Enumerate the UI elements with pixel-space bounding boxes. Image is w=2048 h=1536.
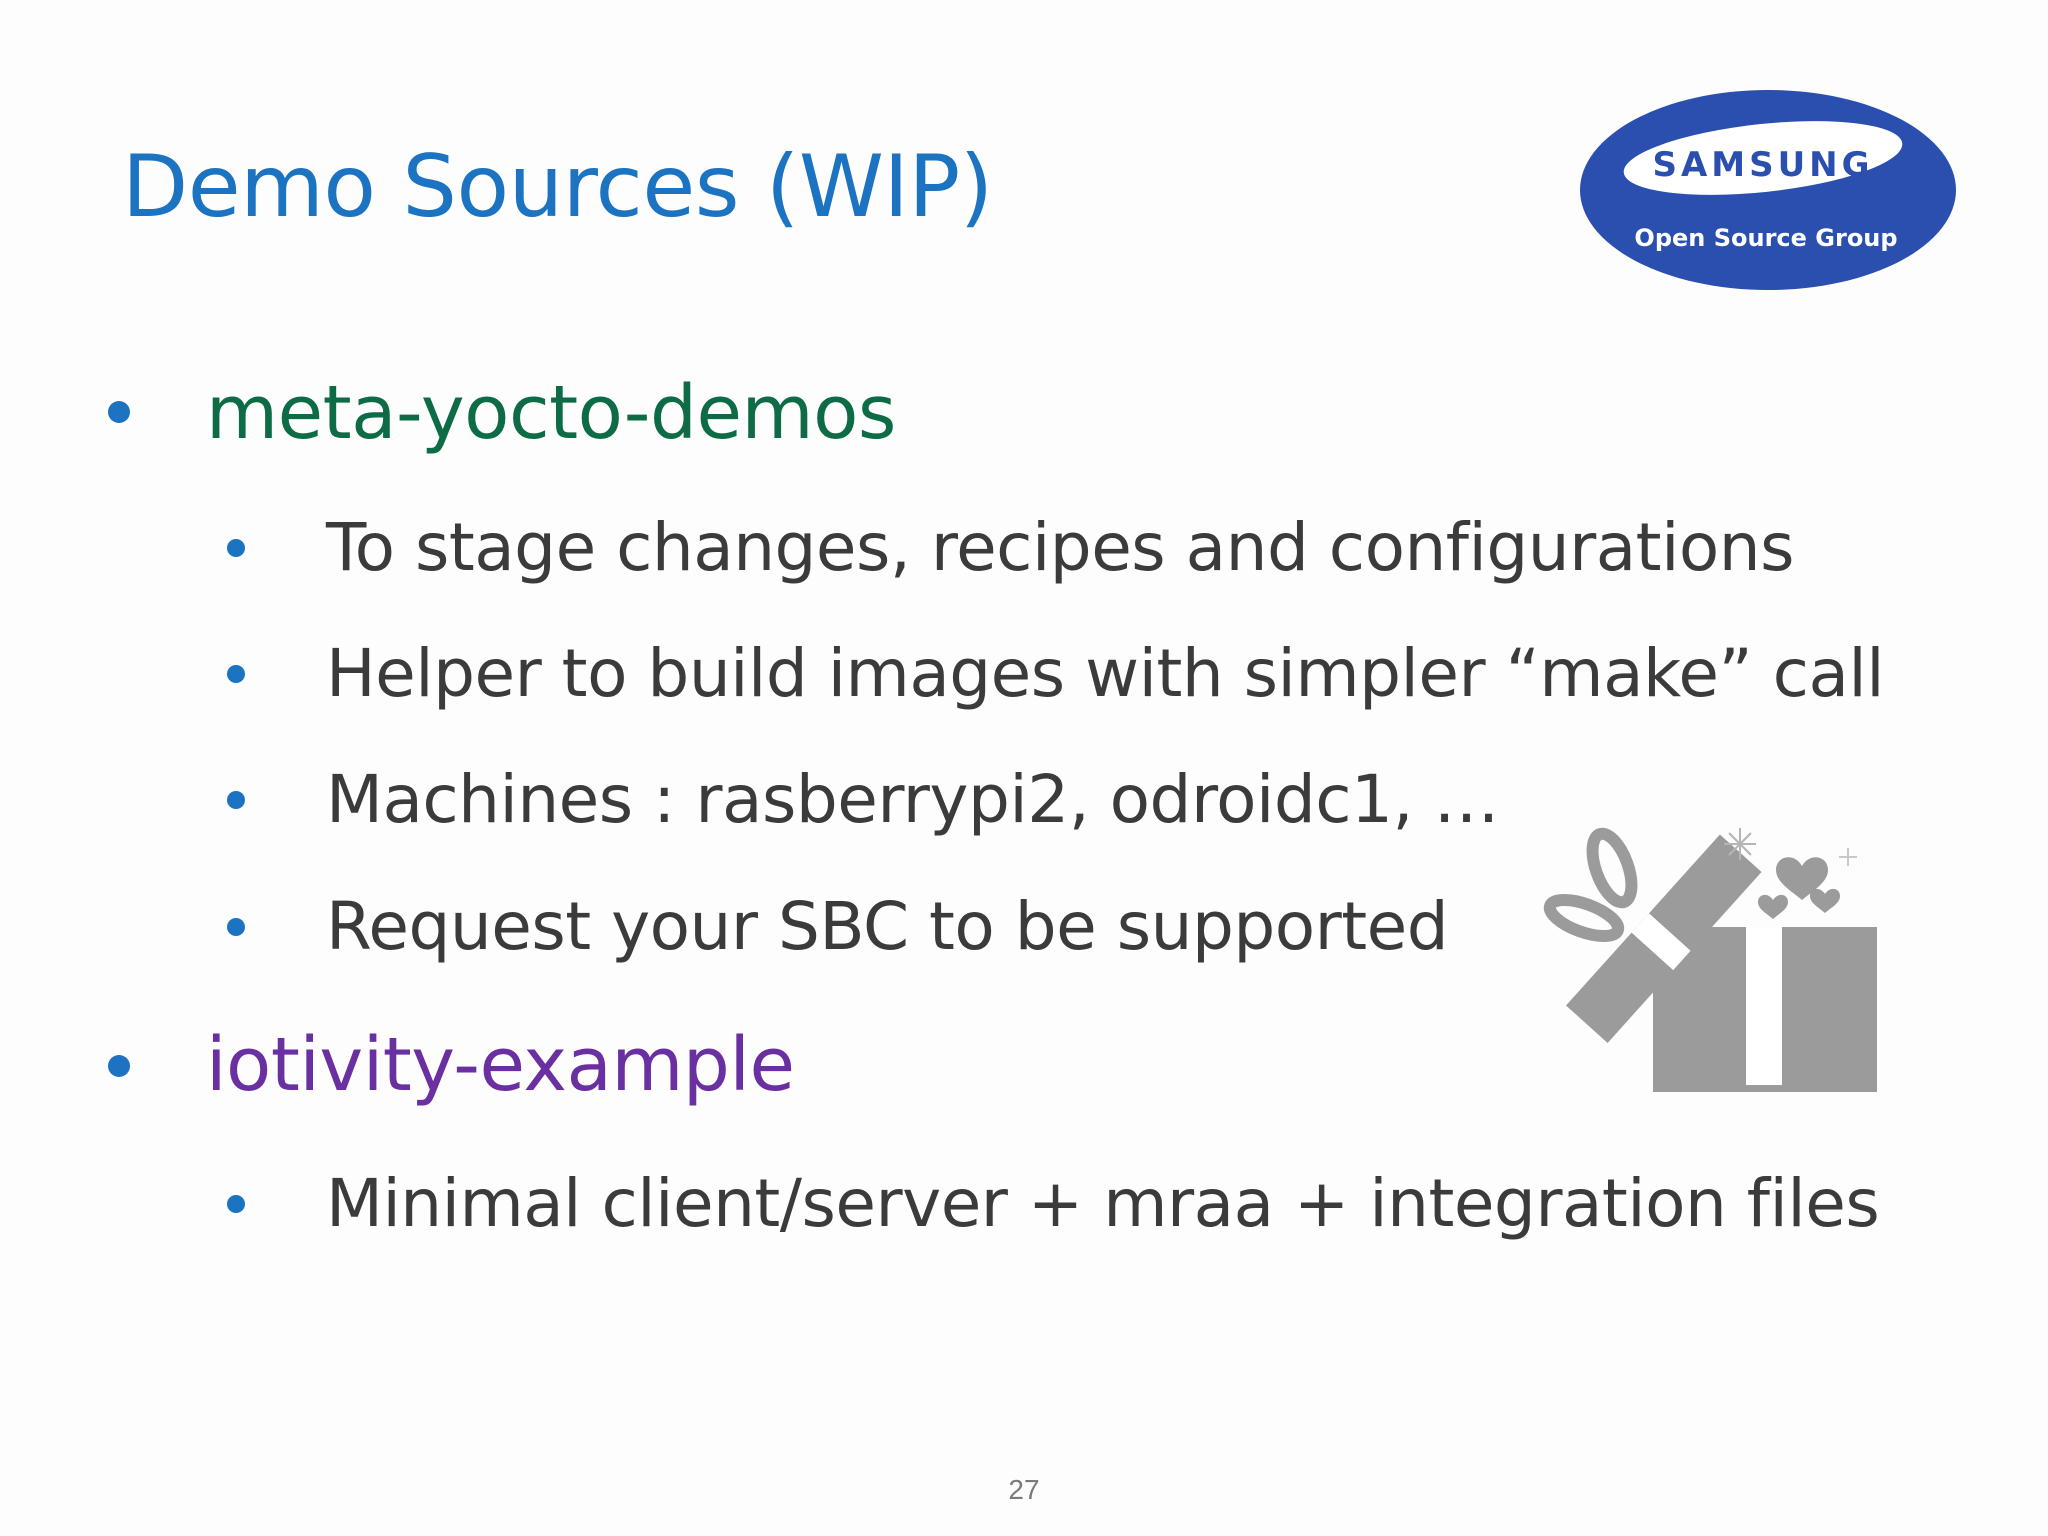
- list-item: To stage changes, recipes and configurat…: [326, 509, 1795, 586]
- bullet-dot: [227, 665, 245, 683]
- list-item: Helper to build images with simpler “mak…: [326, 635, 1885, 712]
- page-number: 27: [1008, 1474, 1040, 1505]
- bullet-dot: [227, 791, 245, 809]
- section-heading-iotivity-example: iotivity-example: [206, 1022, 795, 1108]
- section-heading-meta-yocto-demos: meta-yocto-demos: [206, 370, 896, 456]
- bullet-dot: [227, 1195, 245, 1213]
- bullet-dot: [108, 1055, 130, 1077]
- list-item: Machines : rasberrypi2, odroidc1, …: [326, 761, 1499, 838]
- slide-title: Demo Sources (WIP): [122, 137, 993, 237]
- bullet-dot: [108, 401, 130, 423]
- samsung-open-source-group-logo: SAMSUNG Open Source Group: [1580, 90, 1956, 290]
- bullet-dot: [227, 918, 245, 936]
- gift-box-icon: [1543, 827, 1877, 1092]
- logo-brand-text: SAMSUNG: [1652, 145, 1873, 185]
- bullet-dot: [227, 539, 245, 557]
- list-item: Request your SBC to be supported: [326, 888, 1449, 965]
- logo-subtitle-text: Open Source Group: [1634, 224, 1897, 252]
- list-item: Minimal client/server + mraa + integrati…: [326, 1165, 1880, 1242]
